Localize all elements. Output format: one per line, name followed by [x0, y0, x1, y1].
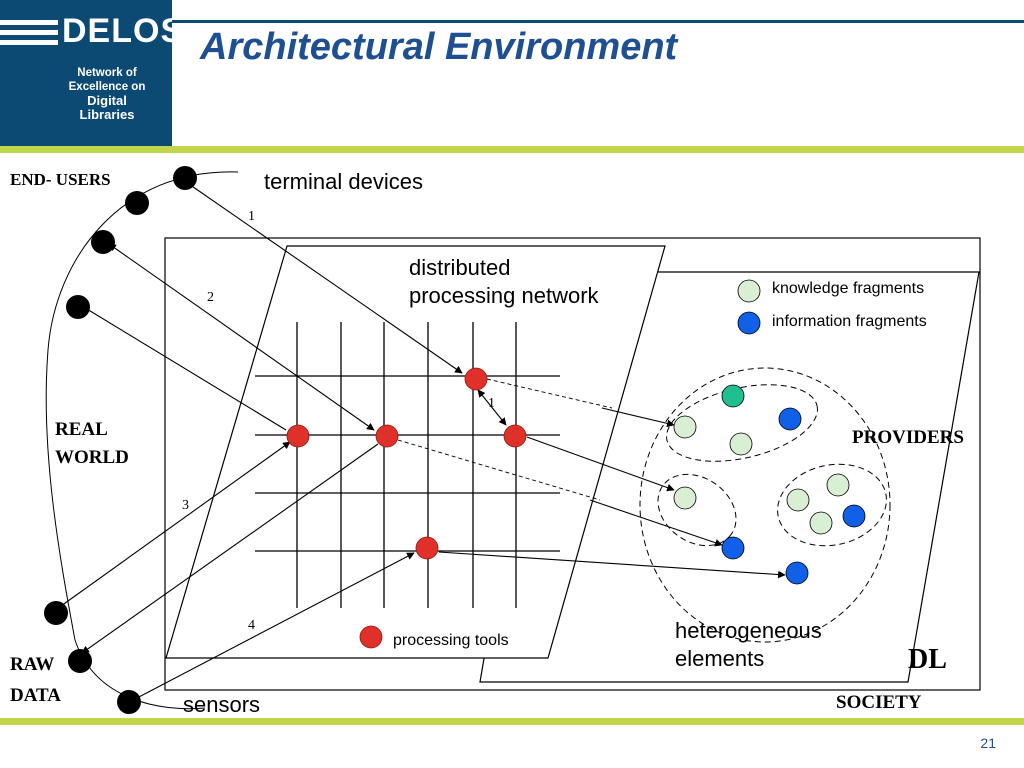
knowledge-fragment-node[interactable]: [826, 473, 850, 497]
title-rule: [172, 20, 1024, 23]
information-fragment-node[interactable]: [721, 536, 745, 560]
processing-tool-node[interactable]: [286, 424, 310, 448]
sensor-node[interactable]: [117, 690, 141, 714]
fragment-nodes: [673, 279, 866, 585]
sensor-node[interactable]: [68, 649, 92, 673]
heterogeneous-label: heterogeneous: [675, 618, 822, 643]
knowledge-fragment-legend-swatch: [737, 279, 761, 303]
logo-tagline-line: Libraries: [79, 107, 135, 122]
sensors-label: sensors: [183, 692, 260, 717]
knowledge-fragments-label: knowledge fragments: [772, 280, 924, 297]
processing-tool-legend-swatch: [359, 625, 383, 649]
terminal-device-node[interactable]: [125, 191, 149, 215]
bottom-rule: [0, 718, 1024, 725]
dl-provider-boundary: [639, 367, 891, 643]
knowledge-fragment-node[interactable]: [673, 415, 697, 439]
logo-tagline-line: Excellence on: [68, 81, 146, 93]
provider-group: [657, 473, 737, 547]
terminal-device-node[interactable]: [173, 166, 197, 190]
arrow-number: 3: [182, 498, 189, 513]
terminal-devices-label: terminal devices: [264, 169, 423, 194]
provider-group: [777, 463, 887, 547]
device-nodes: [44, 166, 197, 714]
distributed-network-label: processing network: [409, 283, 600, 308]
users-arc: [45, 171, 239, 710]
arrow-number: 2: [207, 290, 214, 305]
raw-data-label: RAW: [10, 654, 54, 675]
providers-label: PROVIDERS: [852, 427, 964, 448]
heterogeneous-label: elements: [675, 646, 764, 671]
delos-logo: DELOS Network of Excellence on Digital L…: [0, 0, 183, 146]
knowledge-fragment-node[interactable]: [809, 511, 833, 535]
knowledge-fragment-node[interactable]: [673, 486, 697, 510]
processing-tool-node[interactable]: [503, 424, 527, 448]
information-fragment-legend-swatch: [737, 311, 761, 335]
processing-tool-nodes: [286, 367, 527, 649]
sensor-node[interactable]: [44, 601, 68, 625]
processing-tools-label: processing tools: [393, 632, 509, 649]
dl-rectangle: [164, 237, 981, 691]
knowledge-fragment-node[interactable]: [721, 384, 745, 408]
knowledge-fragment-node[interactable]: [729, 432, 753, 456]
real-world-label: WORLD: [55, 447, 129, 468]
information-fragments-label: information fragments: [772, 313, 927, 330]
arrow-number: 1: [488, 396, 495, 411]
page-number: 21: [980, 735, 996, 751]
information-fragment-node[interactable]: [785, 561, 809, 585]
terminal-device-node[interactable]: [66, 295, 90, 319]
information-fragment-node[interactable]: [842, 504, 866, 528]
end-users-label: END- USERS: [10, 170, 111, 189]
logo-tagline: Network of Excellence on Digital Librari…: [48, 66, 166, 122]
arrow-number: 1: [248, 209, 255, 224]
slide-title: Architectural Environment: [200, 26, 678, 68]
terminal-device-node[interactable]: [91, 230, 115, 254]
dl-label: DL: [908, 644, 947, 675]
logo-bars: [0, 20, 58, 50]
real-world-label: REAL: [55, 419, 108, 440]
raw-data-label: DATA: [10, 685, 61, 706]
logo-tagline-line: Digital: [87, 93, 127, 108]
arrows: [60, 181, 786, 699]
knowledge-fragment-node[interactable]: [786, 488, 810, 512]
logo-tagline-line: Network of: [77, 67, 137, 79]
arrow-number: 4: [248, 618, 255, 633]
society-label: SOCIETY: [836, 692, 922, 713]
processing-tool-node[interactable]: [464, 367, 488, 391]
dashed-connectors: [397, 378, 613, 501]
processing-tool-node[interactable]: [415, 536, 439, 560]
distributed-network-label: distributed: [409, 255, 511, 280]
top-rule: [0, 146, 1024, 153]
logo-wordmark: DELOS: [62, 12, 185, 50]
processing-tool-node[interactable]: [375, 424, 399, 448]
information-fragment-node[interactable]: [778, 407, 802, 431]
